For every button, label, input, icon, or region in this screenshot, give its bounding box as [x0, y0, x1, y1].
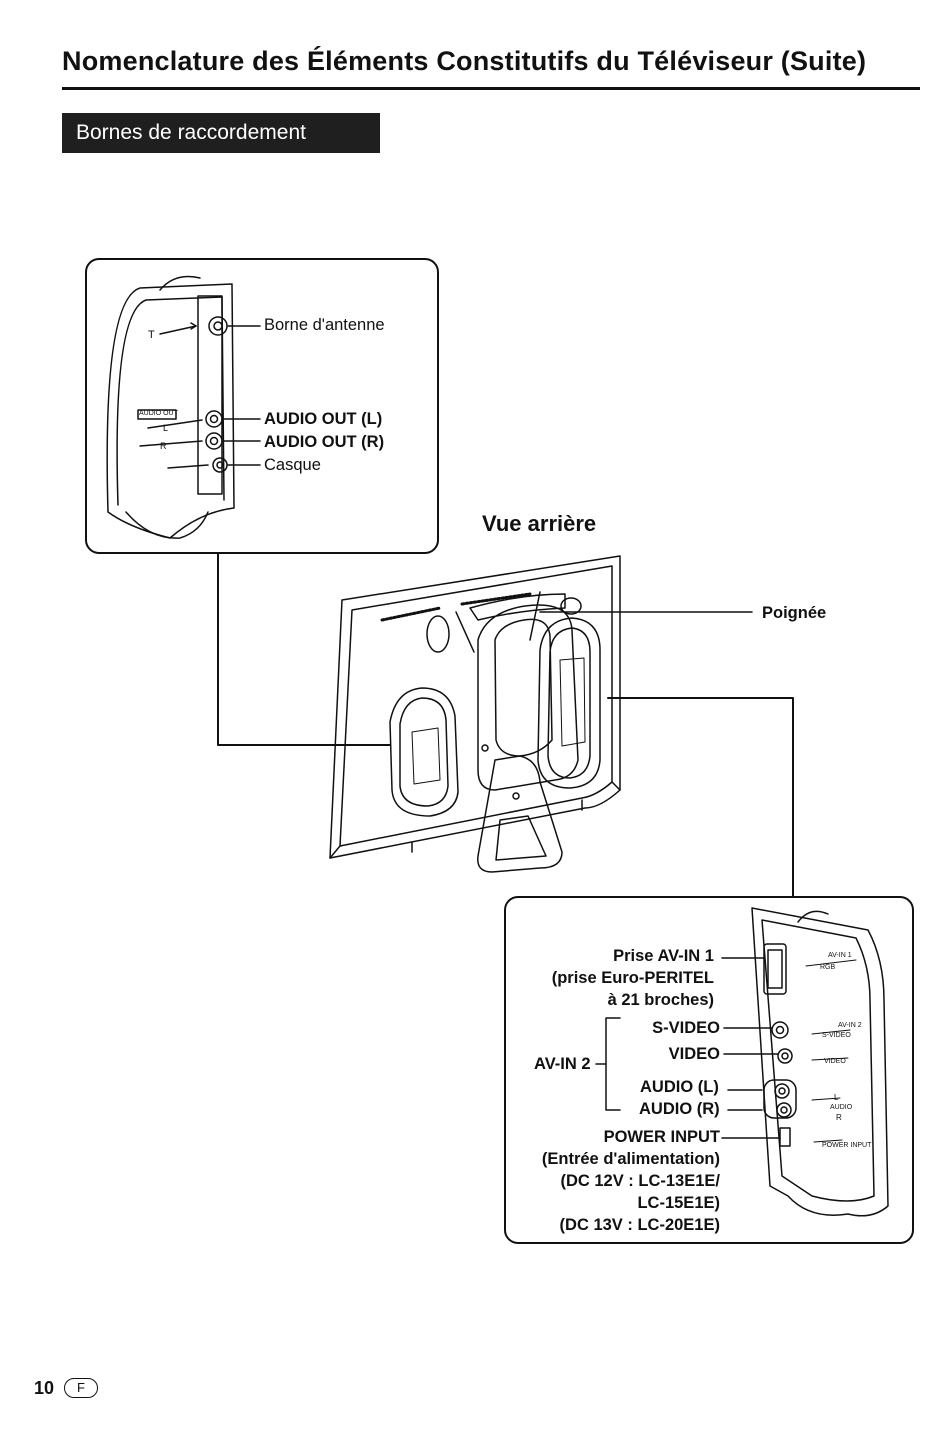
panel-mark-svideo: S-VIDEO — [822, 1032, 851, 1039]
left-callout-frame — [85, 258, 439, 554]
power-input-desc: (Entrée d'alimentation) — [541, 1150, 720, 1168]
language-badge: F — [64, 1378, 98, 1398]
panel-mark-antenna: T — [148, 329, 155, 341]
power-dc12-line2: LC-15E1E) — [637, 1194, 720, 1212]
audio-r-label: AUDIO (R) — [639, 1100, 720, 1118]
antenna-terminal-label: Borne d'antenne — [264, 316, 385, 334]
panel-mark-l: L — [163, 423, 169, 433]
av-in1-label: Prise AV-IN 1 — [613, 947, 714, 965]
right-callout-frame — [504, 896, 914, 1244]
power-input-label: POWER INPUT — [603, 1128, 720, 1146]
video-label: VIDEO — [668, 1045, 720, 1063]
panel-mark-rgb: RGB — [820, 964, 836, 971]
audio-out-r-label: AUDIO OUT (R) — [264, 433, 385, 451]
panel-mark-audio: AUDIO — [830, 1104, 853, 1111]
av-in1-desc-1: (prise Euro-PERITEL — [551, 969, 714, 987]
panel-mark-av1: AV-IN 1 — [828, 952, 852, 959]
connector-lines — [217, 552, 794, 897]
panel-mark-l-right: L — [834, 1093, 839, 1102]
page-title: Nomenclature des Éléments Constitutifs d… — [62, 46, 867, 76]
av-in1-desc-2: à 21 broches) — [607, 991, 714, 1009]
panel-mark-power: POWER INPUT — [822, 1142, 872, 1149]
right-panel-drawing — [595, 907, 889, 1217]
page-number: 10 — [34, 1378, 55, 1398]
left-panel-drawing — [106, 275, 261, 539]
rear-view-title: Vue arrière — [482, 511, 597, 536]
panel-mark-r: R — [160, 441, 167, 451]
power-dc12-line1: (DC 12V : LC-13E1E/ — [560, 1172, 720, 1190]
panel-mark-r-right: R — [836, 1113, 842, 1122]
headphone-label: Casque — [264, 456, 321, 474]
section-heading: Bornes de raccordement — [62, 113, 380, 153]
panel-mark-video: VIDEO — [824, 1058, 846, 1065]
panel-mark-audio-out: AUDIO OUT — [139, 410, 178, 417]
power-dc13-line: (DC 13V : LC-20E1E) — [559, 1216, 720, 1234]
handle-label: Poignée — [762, 604, 827, 622]
av-in2-label: AV-IN 2 — [534, 1055, 591, 1073]
s-video-label: S-VIDEO — [652, 1019, 720, 1037]
audio-l-label: AUDIO (L) — [640, 1078, 719, 1096]
audio-out-l-label: AUDIO OUT (L) — [264, 410, 383, 428]
title-rule — [62, 87, 920, 90]
panel-mark-av2: AV-IN 2 — [838, 1022, 862, 1029]
tv-rear-drawing — [329, 555, 753, 873]
